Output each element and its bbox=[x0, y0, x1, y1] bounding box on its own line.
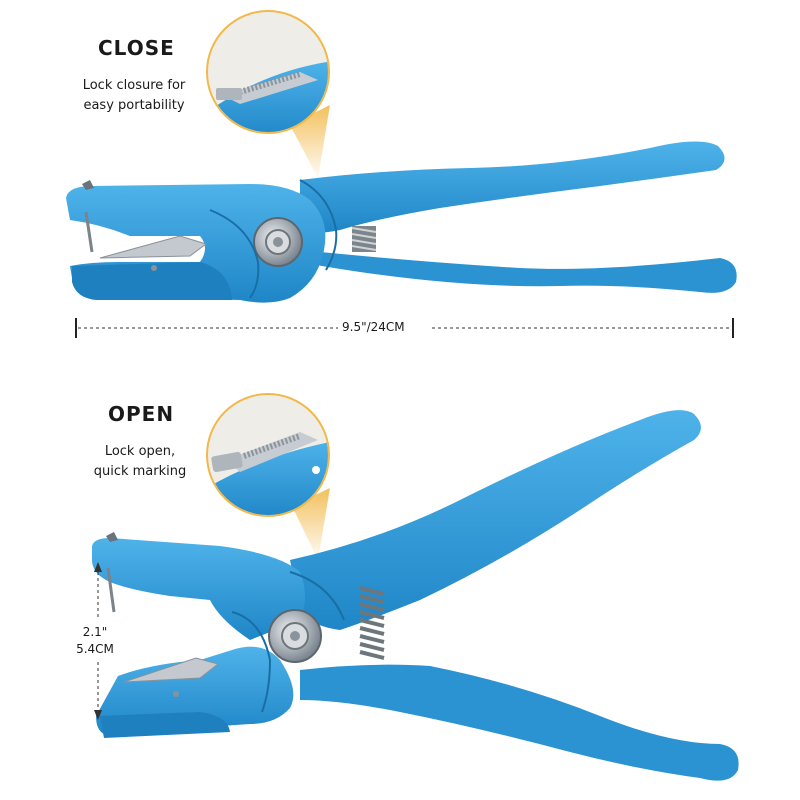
close-caption: Lock closure for easy portability bbox=[66, 76, 202, 116]
gap-dimension-line bbox=[94, 562, 102, 720]
closed-ear-tag-plier bbox=[66, 141, 737, 303]
gap-label-cm: 5.4CM bbox=[76, 642, 114, 656]
open-callout-magnifier bbox=[206, 393, 330, 560]
length-dimension-line bbox=[75, 318, 734, 338]
open-caption: Lock open, quick marking bbox=[80, 442, 200, 482]
open-caption-line2: quick marking bbox=[93, 464, 187, 479]
open-heading: OPEN bbox=[108, 402, 175, 426]
gap-label: 2.1" 5.4CM bbox=[60, 624, 130, 658]
closed-pivot-bolt bbox=[253, 217, 303, 267]
open-pivot-bolt bbox=[268, 609, 322, 663]
closed-spring bbox=[351, 226, 377, 252]
close-caption-line2: easy portability bbox=[83, 98, 185, 113]
gap-label-inches: 2.1" bbox=[82, 625, 108, 639]
open-spring bbox=[359, 586, 385, 660]
close-heading: CLOSE bbox=[98, 36, 175, 60]
open-ear-tag-plier bbox=[92, 410, 739, 781]
length-label: 9.5"/24CM bbox=[342, 320, 405, 334]
close-callout-magnifier bbox=[206, 10, 330, 178]
open-caption-line1: Lock open, bbox=[104, 444, 176, 459]
close-caption-line1: Lock closure for bbox=[82, 78, 186, 93]
